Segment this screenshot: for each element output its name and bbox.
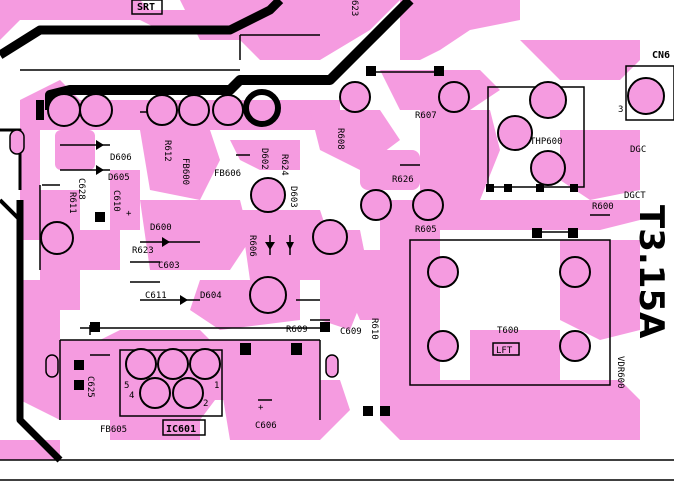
large-pad xyxy=(243,89,281,127)
label-pin1: 1 xyxy=(214,381,219,391)
label-r626: R626 xyxy=(392,175,414,185)
label-d602: D602 xyxy=(259,148,269,170)
label-c609: C609 xyxy=(340,327,362,337)
label-c628: C628 xyxy=(76,178,86,200)
label-plus-c606: + xyxy=(258,403,264,413)
label-r624: R624 xyxy=(279,154,289,176)
label-r609: R609 xyxy=(286,325,308,335)
label-c611: C611 xyxy=(145,291,167,301)
label-ic601: IC601 xyxy=(166,424,196,435)
label-d604: D604 xyxy=(200,291,222,301)
label-d603: D603 xyxy=(288,186,298,208)
label-dgc: DGC xyxy=(630,145,646,155)
label-r623-top: 623 xyxy=(349,0,359,16)
label-r611: R611 xyxy=(67,192,77,214)
label-r608: R608 xyxy=(335,128,345,150)
label-fb600: FB600 xyxy=(180,158,190,185)
label-pin5: 5 xyxy=(124,381,129,391)
label-cn: CN6 xyxy=(652,50,670,61)
label-r610: R610 xyxy=(369,318,379,340)
label-pin2: 2 xyxy=(203,399,208,409)
label-d606: D606 xyxy=(110,153,132,163)
label-pin3: 3 xyxy=(618,105,623,115)
label-vdr600: VDR600 xyxy=(615,356,625,389)
label-fb606: FB606 xyxy=(214,169,241,179)
label-fb605: FB605 xyxy=(100,425,127,435)
label-t600: T600 xyxy=(497,326,519,336)
label-r605: R605 xyxy=(415,225,437,235)
oval-pads xyxy=(9,129,339,378)
component-pads xyxy=(40,77,665,409)
label-c606: C606 xyxy=(255,421,277,431)
label-r606: R606 xyxy=(247,235,257,257)
label-c610: C610 xyxy=(111,190,121,212)
diode-symbols xyxy=(96,140,294,305)
label-d600: D600 xyxy=(150,223,172,233)
label-pin4: 4 xyxy=(129,391,134,401)
square-pads xyxy=(74,66,578,416)
label-c625: C625 xyxy=(85,376,95,398)
label-r623: R623 xyxy=(132,246,154,256)
label-d605: D605 xyxy=(108,173,130,183)
ground-traces xyxy=(0,0,414,463)
label-dgct: DGCT xyxy=(624,191,646,201)
label-r607: R607 xyxy=(415,111,437,121)
label-c603: C603 xyxy=(158,261,180,271)
label-fuse-rating: T3.15A xyxy=(631,205,671,339)
label-thp600: THP600 xyxy=(530,137,563,147)
label-srt: SRT xyxy=(137,2,155,13)
label-r600: R600 xyxy=(592,202,614,212)
label-r612: R612 xyxy=(162,140,172,162)
label-plus-c610: + xyxy=(126,209,132,219)
label-lft: LFT xyxy=(496,346,513,356)
